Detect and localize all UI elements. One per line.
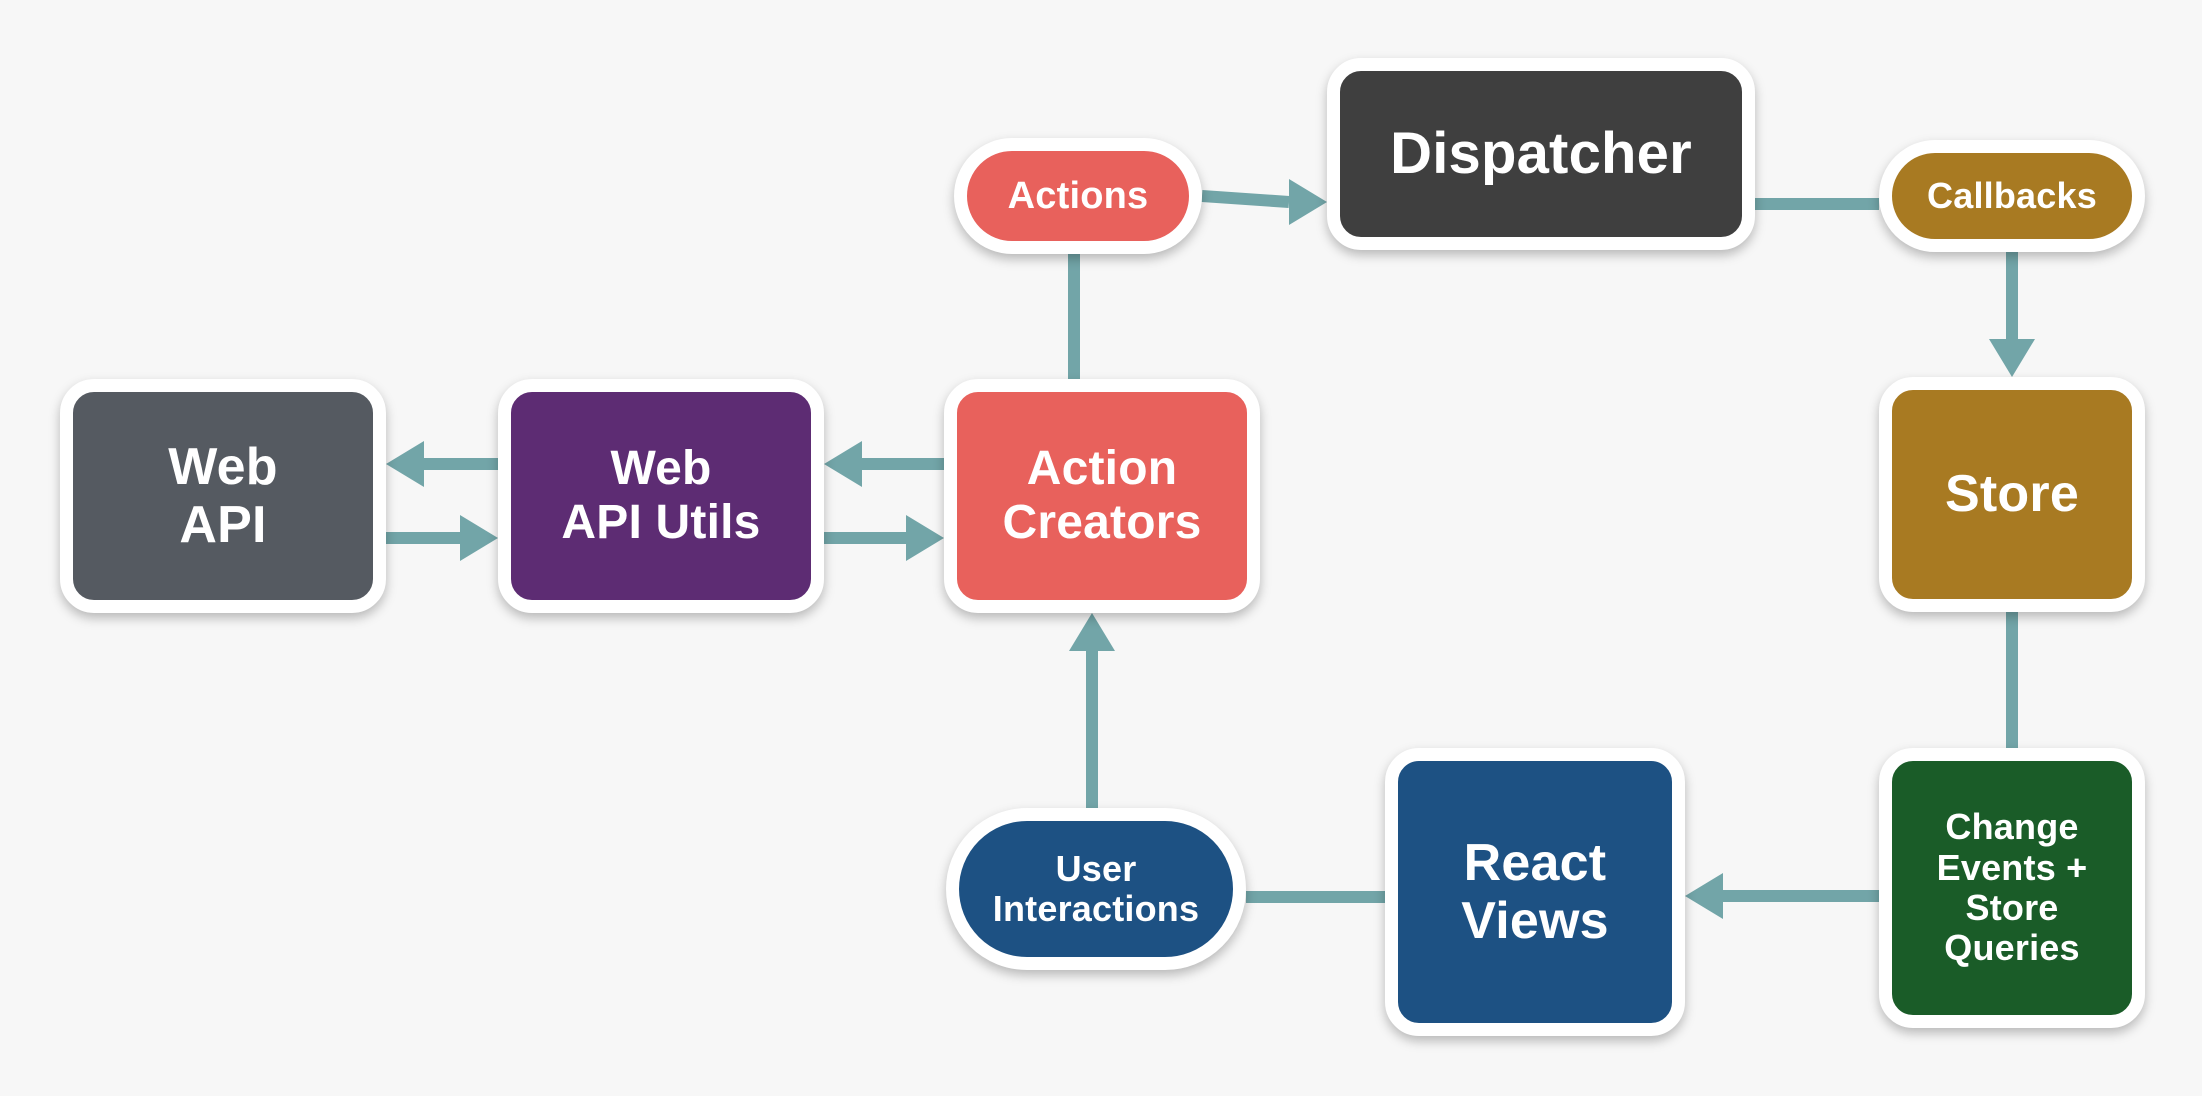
node-label: User Interactions [992, 847, 1200, 929]
node-label: Change Events + Store Queries [1936, 806, 2088, 969]
connector-web-api-to-web-api-utils [326, 478, 558, 598]
node-action-creators[interactable]: Action Creators [944, 379, 1260, 613]
node-label: React Views [1461, 833, 1609, 950]
connector-action-creators-to-web-api-utils [764, 404, 1004, 524]
connector-react-views-to-user-interactions [1186, 837, 1445, 957]
connector-change-events-to-react-views [1625, 836, 1939, 956]
node-label: Dispatcher [1390, 120, 1692, 186]
node-change-events-store-queries[interactable]: Change Events + Store Queries [1879, 748, 2145, 1028]
connector-web-api-utils-to-action-creators [764, 478, 1004, 598]
node-label: Action Creators [1002, 442, 1202, 549]
connector-user-interactions-to-action-creators [1032, 553, 1152, 868]
node-label: Callbacks [1927, 174, 2097, 216]
connector-store-to-change-events [1952, 552, 2072, 808]
node-actions[interactable]: Actions [954, 138, 1202, 254]
connector-actions-to-action-creators [1014, 194, 1134, 439]
connector-callbacks-to-store [1952, 192, 2072, 437]
node-user-interactions[interactable]: User Interactions [946, 808, 1246, 970]
node-label: Actions [1007, 174, 1149, 217]
connector-dispatcher-to-callbacks [1695, 144, 1939, 264]
node-web-api[interactable]: Web API [60, 379, 386, 613]
node-label: Store [1945, 465, 2079, 524]
node-label: Web API [168, 437, 278, 554]
node-store[interactable]: Store [1879, 377, 2145, 612]
node-label: Web API Utils [561, 442, 761, 549]
node-callbacks[interactable]: Callbacks [1879, 140, 2145, 252]
node-react-views[interactable]: React Views [1385, 748, 1685, 1036]
connector-web-api-utils-to-web-api [326, 404, 558, 524]
node-dispatcher[interactable]: Dispatcher [1327, 58, 1755, 250]
connector-actions-to-dispatcher [1142, 136, 1387, 262]
node-web-api-utils[interactable]: Web API Utils [498, 379, 824, 613]
